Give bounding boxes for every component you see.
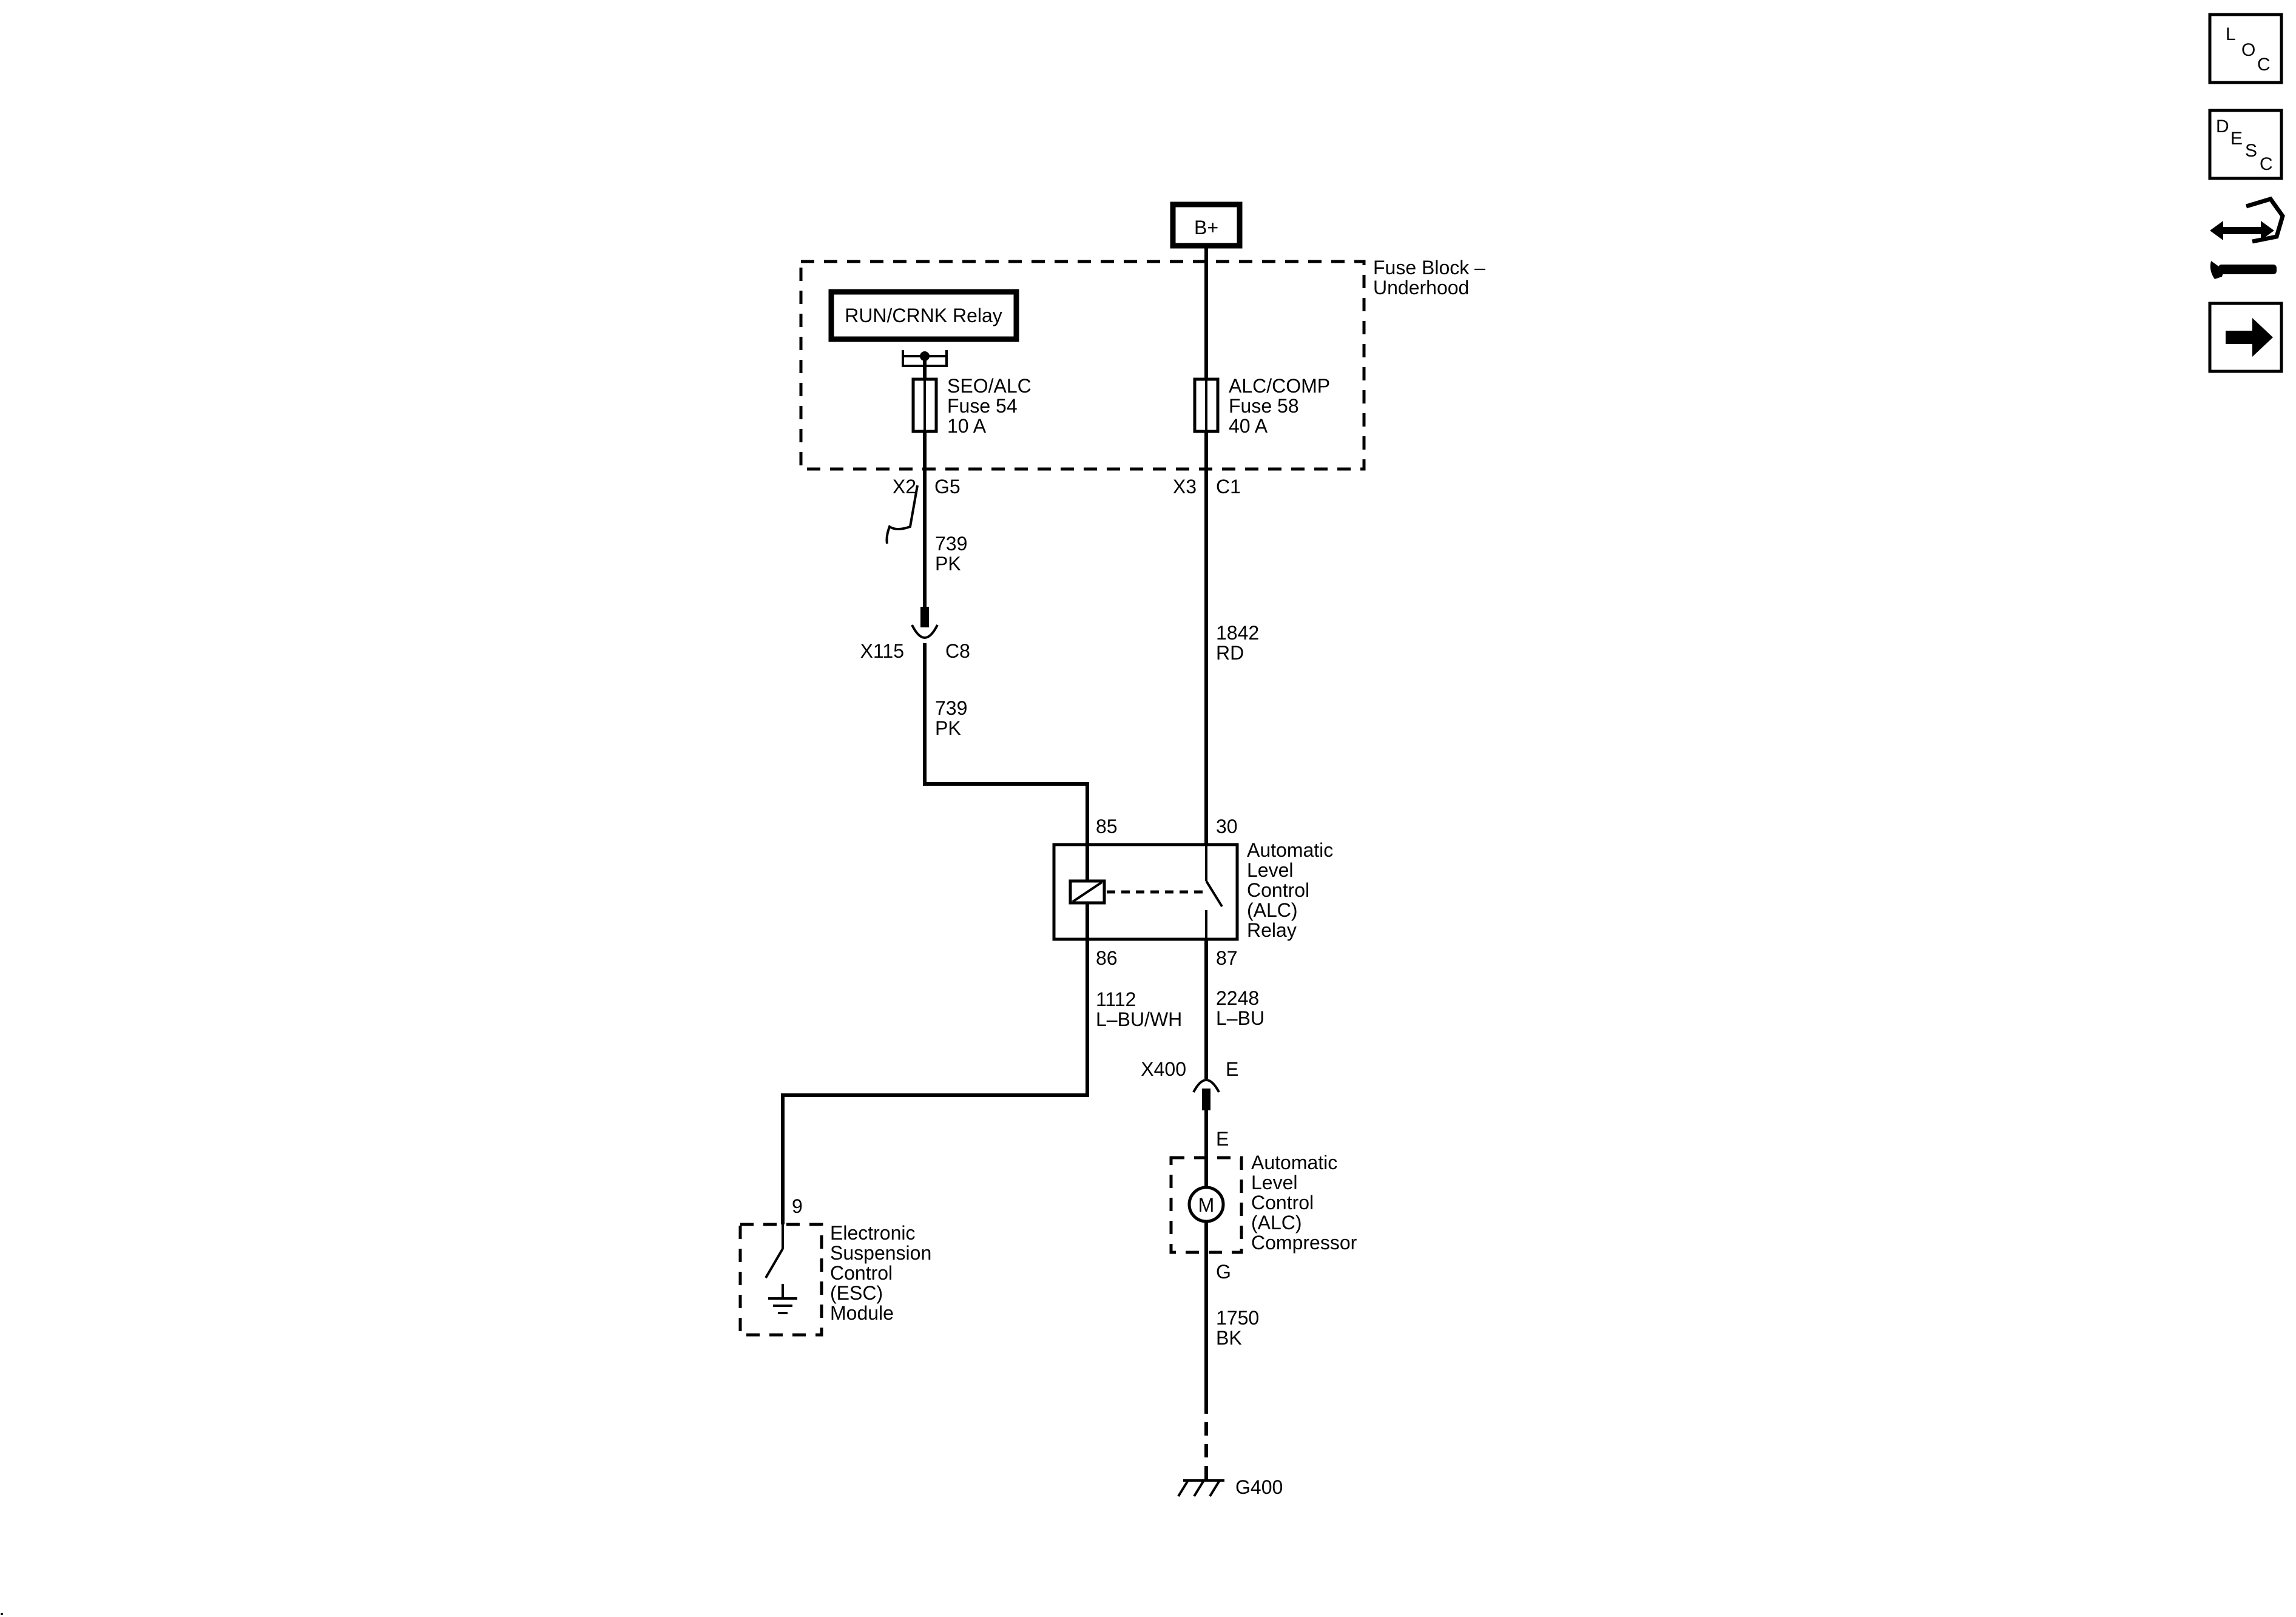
connector-x400-label: X400 — [1141, 1058, 1186, 1080]
alc-relay — [1052, 843, 1239, 941]
relay-pin-86: 86 — [1096, 947, 1118, 969]
battery-positive-terminal: B+ — [1170, 201, 1243, 249]
fuse-58-rating: 40 A — [1229, 415, 1268, 437]
connector-x400-pin-label: E — [1226, 1058, 1238, 1080]
esc-module-label-line5: Module — [830, 1302, 894, 1324]
compressor-label-line2: Level — [1251, 1172, 1298, 1193]
wire-739-lower — [923, 643, 1089, 845]
esc-module-label-line4: (ESC) — [830, 1282, 883, 1304]
wire-2248-color: L–BU — [1216, 1007, 1264, 1029]
wire-1842-number: 1842 — [1216, 622, 1259, 644]
motor-symbol-label: M — [1198, 1194, 1215, 1216]
arrow-right-icon — [2226, 318, 2273, 357]
loc-icon-letter-o: O — [2241, 40, 2255, 60]
battery-positive-label: B+ — [1194, 217, 1218, 238]
relay-label-line4: (ALC) — [1247, 899, 1298, 921]
x2-pigtail — [885, 485, 919, 544]
wire-1842-color: RD — [1216, 642, 1244, 664]
run-crnk-relay-label: RUN/CRNK Relay — [845, 305, 1002, 326]
ground-g400-symbol — [1177, 1479, 1224, 1497]
description-view-button[interactable]: D E S C — [2208, 109, 2283, 180]
compressor-motor: M — [1187, 1186, 1225, 1223]
fuse-58 — [1193, 377, 1220, 433]
wire-739-lower-color: PK — [935, 717, 961, 739]
fuse-block-label-line2: Underhood — [1373, 277, 1469, 299]
relay-pin-87: 87 — [1216, 947, 1238, 969]
relay-label-line1: Automatic — [1247, 839, 1333, 861]
compressor-outline — [1169, 1156, 1243, 1254]
connector-x2-label: X2 — [893, 476, 916, 498]
wire-1112-number: 1112 — [1096, 988, 1136, 1010]
relay-label-line2: Level — [1247, 859, 1294, 881]
next-page-button[interactable] — [2208, 302, 2283, 373]
loc-icon-letter-l: L — [2226, 24, 2236, 44]
esc-module-label-line1: Electronic — [830, 1222, 916, 1244]
compressor-label-line4: (ALC) — [1251, 1212, 1302, 1234]
wire-1112-color: L–BU/WH — [1096, 1008, 1182, 1030]
desc-icon-letter-c: C — [2260, 154, 2273, 174]
wire-739-upper-number: 739 — [935, 533, 967, 555]
wire-1112 — [781, 939, 1089, 1224]
esc-module-switch — [765, 1224, 797, 1314]
compressor-pin-e-label: E — [1216, 1128, 1229, 1150]
desc-icon-letter-s: S — [2245, 141, 2257, 161]
relay-pin-85: 85 — [1096, 815, 1118, 837]
desc-icon-letter-e: E — [2230, 129, 2243, 149]
fuse-58-name: ALC/COMP — [1229, 375, 1330, 397]
fuse-54-number: Fuse 54 — [947, 395, 1018, 417]
loc-icon-letter-c: C — [2257, 55, 2271, 75]
fuse-54 — [911, 377, 938, 433]
connector-g5-label: G5 — [934, 476, 961, 498]
connector-c1-label: C1 — [1216, 476, 1241, 498]
esc-module-outline — [738, 1223, 823, 1337]
wire-739-lower-number: 739 — [935, 697, 967, 719]
compressor-label-line3: Control — [1251, 1192, 1314, 1214]
wire-1750-number: 1750 — [1216, 1307, 1259, 1329]
compressor-label-line5: Compressor — [1251, 1232, 1357, 1254]
ground-g400-label: G400 — [1235, 1476, 1283, 1498]
relay-label-line3: Control — [1247, 879, 1309, 901]
corner-mark — [1, 1613, 3, 1615]
fuse-block-outline — [799, 260, 1366, 471]
compressor-pin-g-label: G — [1216, 1261, 1231, 1283]
desc-icon-letter-d: D — [2216, 116, 2229, 137]
esc-module-pin: 9 — [792, 1195, 803, 1217]
fuse-54-name: SEO/ALC — [947, 375, 1032, 397]
relay-output-splice — [902, 350, 948, 379]
fuse-block-label-line1: Fuse Block – — [1373, 257, 1485, 279]
wire-2248-number: 2248 — [1216, 987, 1259, 1009]
connector-x400 — [1192, 1079, 1220, 1110]
relay-label-line5: Relay — [1247, 919, 1297, 941]
connector-x3-label: X3 — [1173, 476, 1197, 498]
esc-module-label-line3: Control — [830, 1262, 893, 1284]
connector-repair-icon[interactable] — [2210, 196, 2285, 279]
location-view-button[interactable]: L O C — [2208, 13, 2283, 84]
compressor-label-line1: Automatic — [1251, 1152, 1337, 1173]
relay-pin-30: 30 — [1216, 815, 1238, 837]
wire-739-upper-color: PK — [935, 553, 961, 575]
fuse-54-rating: 10 A — [947, 415, 987, 437]
fuse-58-number: Fuse 58 — [1229, 395, 1299, 417]
connector-x115-label: X115 — [860, 640, 904, 662]
connector-c8-label: C8 — [945, 640, 970, 662]
run-crnk-relay: RUN/CRNK Relay — [828, 289, 1019, 342]
esc-module-label-line2: Suspension — [830, 1242, 931, 1264]
connector-x115 — [911, 607, 939, 639]
wire-1750-color: BK — [1216, 1327, 1242, 1349]
